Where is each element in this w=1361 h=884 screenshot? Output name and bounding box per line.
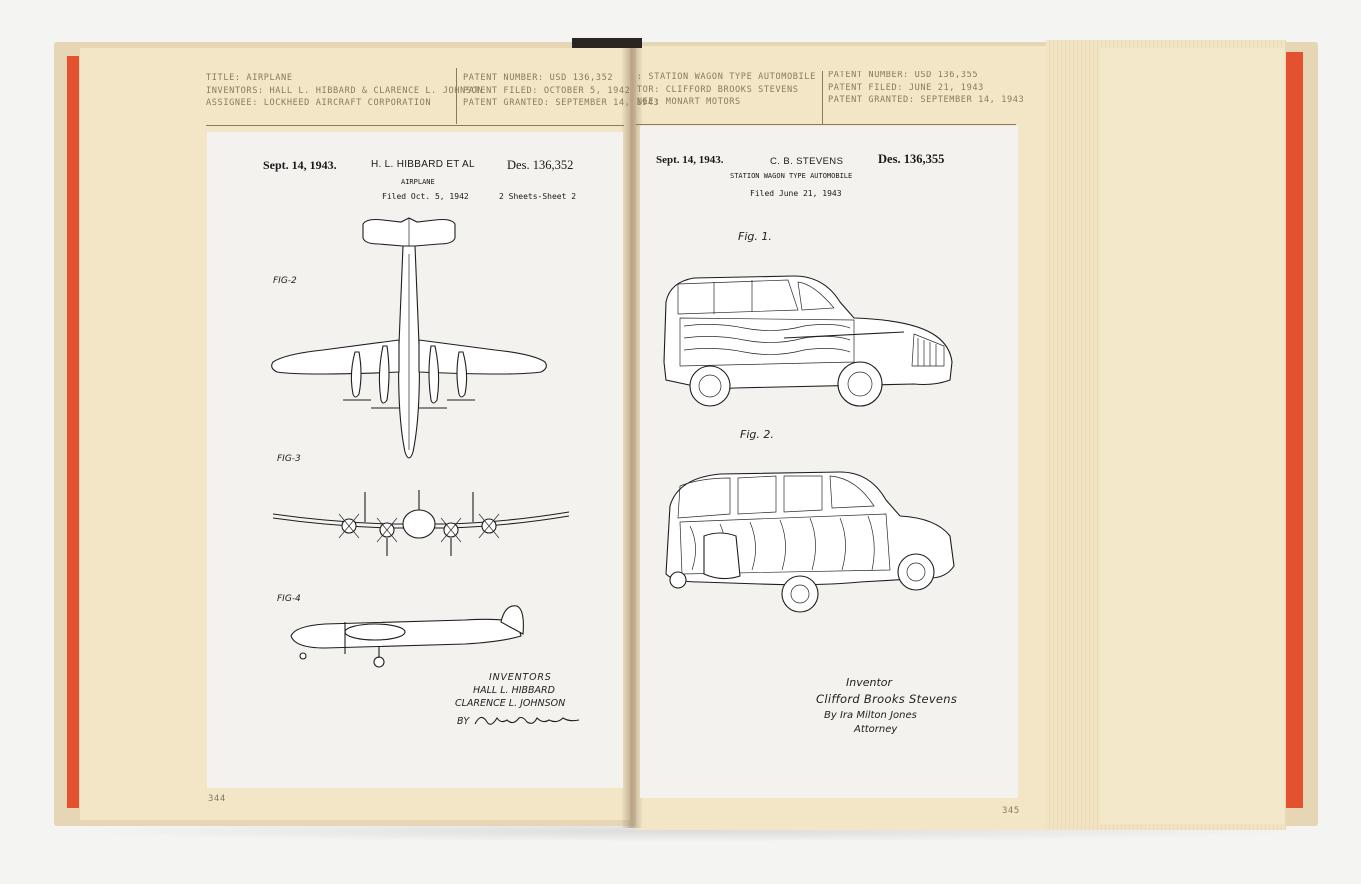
right-patent-sheet: Sept. 14, 1943. C. B. STEVENS Des. 136,3… (640, 126, 1018, 798)
station-wagon-side-drawing (663, 275, 953, 407)
cover-edge-left (67, 56, 79, 808)
page-stack-face (1100, 48, 1284, 824)
sig-inventor-label: Inventor (846, 676, 893, 689)
sig-attorney-label: Attorney (854, 724, 898, 735)
left-patent-granted: PATENT GRANTED: SEPTEMBER 14, 1943 (463, 98, 660, 108)
left-patent-filed-line: Filed Oct. 5, 1942 (382, 192, 469, 201)
sig-attorney-by: By Ira Milton Jones (824, 710, 917, 721)
inventor-1: HALL L. HIBBARD (473, 685, 555, 696)
inventor-2: CLARENCE L. JOHNSON (455, 698, 566, 709)
left-patent-number: PATENT NUMBER: USD 136,352 (463, 73, 614, 83)
right-patent-granted: PATENT GRANTED: SEPTEMBER 14, 1943 (828, 95, 1025, 105)
right-assignee: ASSIGNEE: MONART MOTORS (636, 97, 741, 107)
left-patent-title: AIRPLANE (401, 178, 435, 186)
fig2-label: FIG-2 (273, 276, 297, 286)
left-patent-sheet: Sept. 14, 1943. H. L. HIBBARD ET AL Des.… (207, 132, 623, 788)
left-patent-number: Des. 136,352 (507, 158, 574, 172)
right-header-patent: PATENT NUMBER: USD 136,355 PATENT FILED:… (828, 71, 1024, 107)
airplane-side-view-drawing (290, 605, 524, 668)
right-inventor: INVENTOR: CLIFFORD BROOKS STEVENS (636, 84, 799, 95)
left-page-number: 344 (208, 794, 226, 804)
right-header: TITLE: STATION WAGON TYPE AUTOMOBILE INV… (636, 71, 1036, 125)
fig2-label-wagon: Fig. 2. (740, 428, 774, 441)
left-header-meta: TITLE: AIRPLANE INVENTORS: HALL L. HIBBA… (206, 72, 483, 110)
right-patent-title: STATION WAGON TYPE AUTOMOBILE (730, 172, 853, 180)
inventors-label: INVENTORS (489, 672, 552, 683)
cover-edge-right (1286, 52, 1303, 808)
left-header-divider (456, 68, 457, 124)
attorney-signature (474, 716, 580, 725)
right-patent-filed: PATENT FILED: JUNE 21, 1943 (828, 82, 984, 93)
right-header-divider (822, 71, 823, 125)
fig4-label: FIG-4 (277, 594, 301, 604)
airplane-front-view-drawing (272, 490, 570, 556)
sig-inventor-name: Clifford Brooks Stevens (816, 692, 958, 706)
fig3-label: FIG-3 (277, 454, 301, 464)
right-header-meta: TITLE: STATION WAGON TYPE AUTOMOBILE INV… (636, 71, 816, 109)
right-patent-filed-line: Filed June 21, 1943 (750, 189, 842, 198)
fig1-label: Fig. 1. (738, 230, 772, 243)
left-header-patent: PATENT NUMBER: USD 136,352 PATENT FILED:… (463, 72, 659, 110)
left-patent-sheets: 2 Sheets-Sheet 2 (499, 192, 577, 201)
by-label: BY (457, 716, 470, 727)
left-header-rule (206, 125, 624, 126)
left-patent-date: Sept. 14, 1943. (263, 158, 337, 172)
left-patent-inventor: H. L. HIBBARD ET AL (371, 159, 475, 170)
right-header-rule (636, 124, 1016, 125)
right-patent-inventor: C. B. STEVENS (770, 156, 844, 167)
gutter (622, 48, 642, 828)
right-patent-number: Des. 136,355 (878, 152, 945, 166)
right-patent-number: PATENT NUMBER: USD 136,355 (828, 71, 979, 80)
airplane-top-view-drawing (271, 217, 547, 459)
spine-top (572, 38, 642, 48)
right-page-number: 345 (1002, 806, 1020, 816)
left-inventors: INVENTORS: HALL L. HIBBARD & CLARENCE L.… (206, 85, 484, 96)
station-wagon-perspective-drawing (665, 471, 955, 613)
left-header: TITLE: AIRPLANE INVENTORS: HALL L. HIBBA… (206, 68, 659, 126)
left-patent-filed: PATENT FILED: OCTOBER 5, 1942 (463, 85, 631, 96)
left-assignee: ASSIGNEE: LOCKHEED AIRCRAFT CORPORATION (206, 98, 432, 108)
left-title: TITLE: AIRPLANE (206, 73, 293, 83)
right-title: TITLE: STATION WAGON TYPE AUTOMOBILE (636, 72, 816, 82)
right-patent-date: Sept. 14, 1943. (656, 154, 724, 166)
